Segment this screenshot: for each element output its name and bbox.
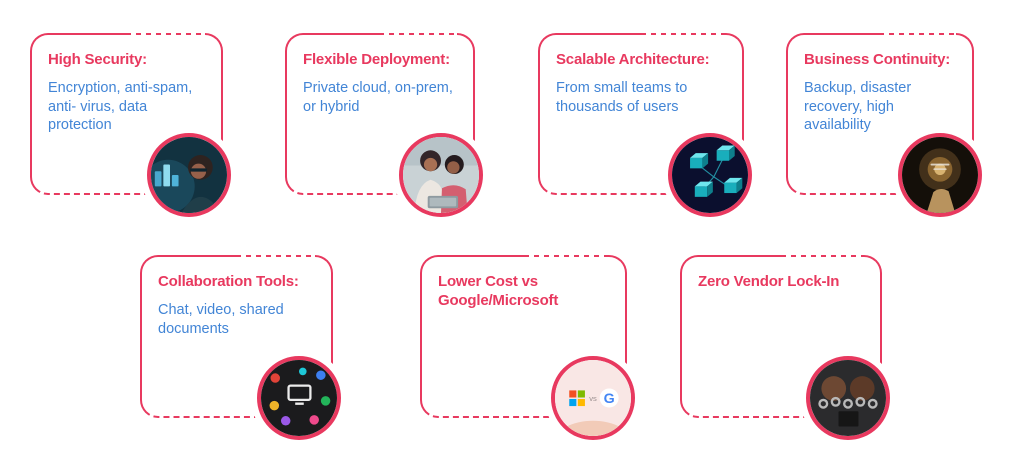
card-title: Lower Cost vs Google/Microsoft <box>438 273 559 309</box>
card-high-security: High Security: Encryption, anti-spam, an… <box>30 33 231 217</box>
vs-label: vs <box>589 394 597 403</box>
card-zero-vendor-lock-in: Zero Vendor Lock-In <box>680 255 890 440</box>
business-continuity-photo <box>898 133 982 217</box>
card-title: Zero Vendor Lock-In <box>698 273 840 290</box>
high-security-photo <box>147 133 231 217</box>
card-business-continuity: Business Continuity: Backup, disaster re… <box>786 33 982 217</box>
card-description: Chat, video, shared documents <box>158 301 284 337</box>
card-scalable-architecture: Scalable Architecture: From small teams … <box>538 33 752 217</box>
microsoft-logo-icon <box>569 390 585 407</box>
card-title: Business Continuity: <box>804 51 951 68</box>
card-lower-cost: Lower Cost vs Google/Microsoft vs G <box>420 255 635 440</box>
microsoft-vs-google-photo: vs G <box>555 360 631 436</box>
flexible-deployment-photo <box>399 133 483 217</box>
chained-hands-photo <box>810 360 886 436</box>
card-collaboration-tools: Collaboration Tools: Chat, video, shared… <box>140 255 341 440</box>
card-description: Backup, disaster recovery, high availabi… <box>804 79 912 134</box>
card-title: Flexible Deployment: <box>303 51 450 68</box>
card-title: High Security: <box>48 51 147 68</box>
team-with-laptop-photo <box>403 137 479 213</box>
card-description: From small teams to thousands of users <box>556 79 688 115</box>
card-title: Collaboration Tools: <box>158 273 299 290</box>
card-title: Scalable Architecture: <box>556 51 710 68</box>
collaboration-tools-photo <box>257 356 341 440</box>
zero-vendor-lock-in-photo <box>806 356 890 440</box>
network-cubes-photo <box>672 137 748 213</box>
card-description: Private cloud, on-prem, or hybrid <box>303 79 453 115</box>
lower-cost-photo: vs G <box>551 356 635 440</box>
card-flexible-deployment: Flexible Deployment: Private cloud, on-p… <box>285 33 483 217</box>
analyst-at-screens-photo <box>151 137 227 213</box>
card-description: Encryption, anti-spam, anti- virus, data… <box>48 79 193 134</box>
scalable-architecture-photo <box>668 133 752 217</box>
google-logo-icon: G <box>604 391 615 407</box>
glowing-hand-photo <box>902 137 978 213</box>
app-icons-photo <box>261 360 337 436</box>
